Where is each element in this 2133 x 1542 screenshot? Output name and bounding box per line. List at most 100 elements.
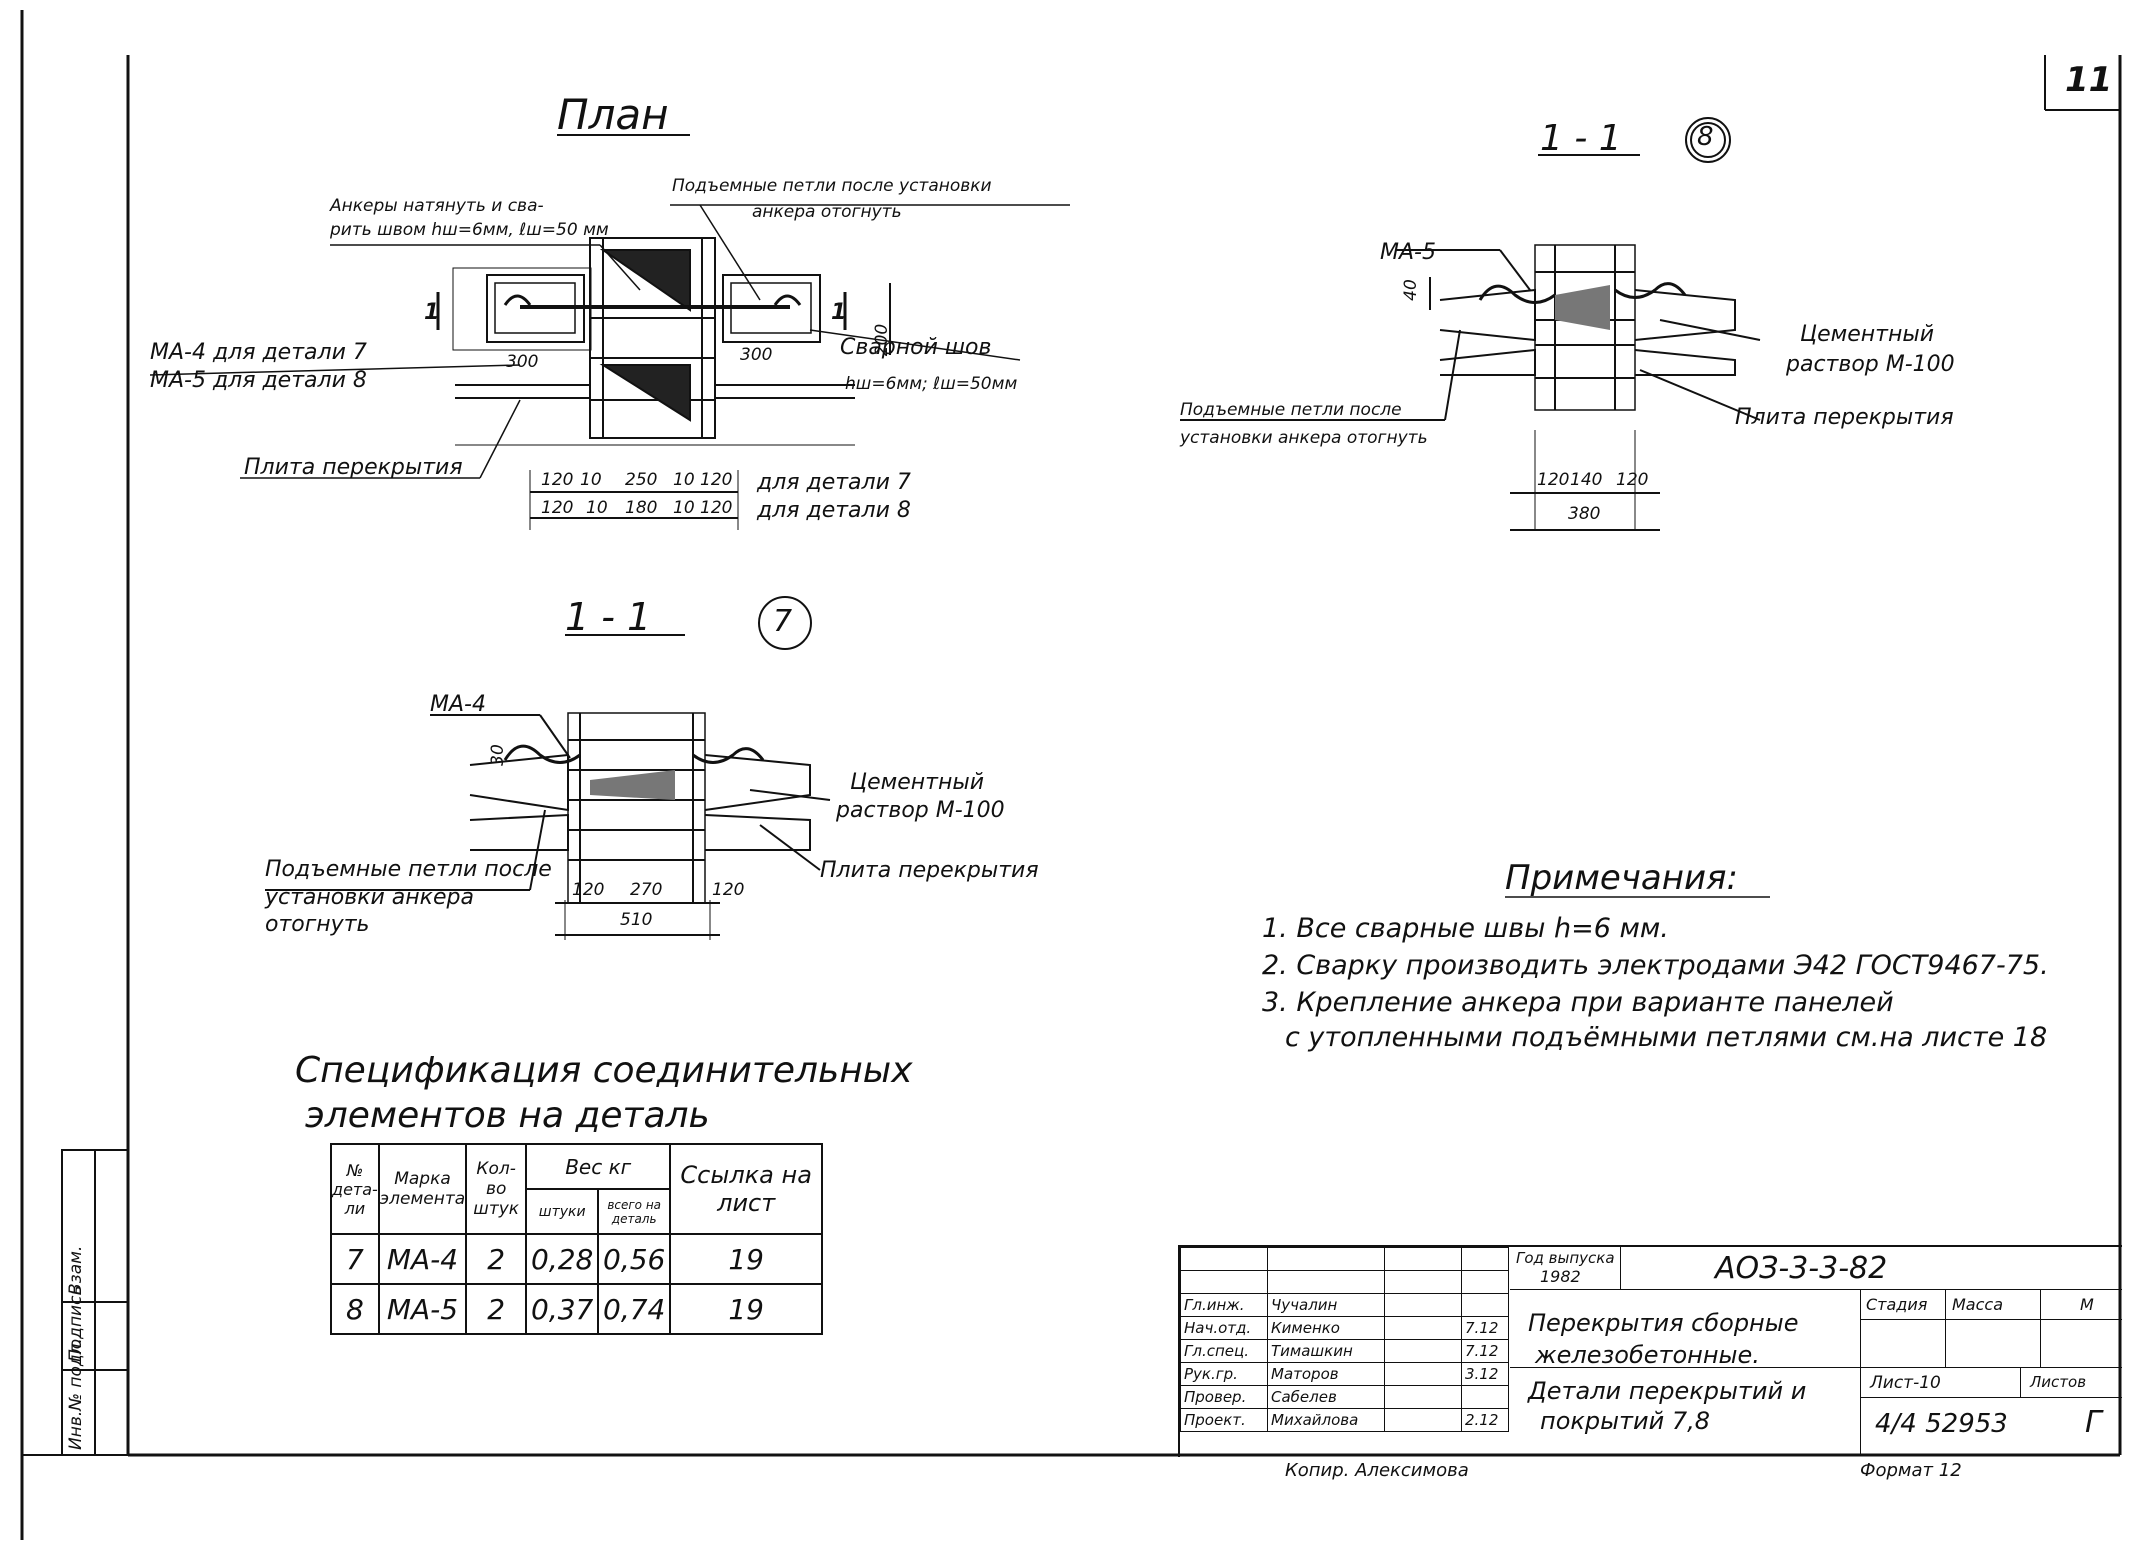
section7-cement-1: Цементный (850, 770, 984, 795)
title-block: Гл.инж. Чучалин Нач.отд. Кименко 7.12 Гл… (1178, 1245, 2122, 1457)
plan-title: План (557, 90, 669, 139)
plan-for-detail-8: для детали 8 (757, 498, 911, 523)
plan-dim-r1-b: 10 (580, 470, 602, 490)
notes-item-3: 3. Крепление анкера при варианте панелей (1262, 987, 1894, 1018)
section8-dim-40: 40 (1400, 279, 1421, 301)
section7-dim-c: 120 (712, 880, 745, 900)
spec-head-weight: Вес кг (525, 1143, 672, 1190)
tb-sheets: Листов (2030, 1373, 2087, 1391)
section7-cement-2: раствор М-100 (836, 798, 1005, 823)
plan-anchors-note-1: Анкеры натянуть и сва- (330, 196, 544, 216)
spec-title-1: Спецификация соединительных (295, 1050, 913, 1091)
title-block-signatures: Гл.инж. Чучалин Нач.отд. Кименко 7.12 Гл… (1180, 1247, 1509, 1432)
section8-circle-number: 8 (1697, 122, 1714, 152)
tb-role-4: Рук.гр. (1180, 1362, 1268, 1386)
spec-row-1-ref: 19 (669, 1233, 824, 1285)
plan-ma5-label: МА-5 для детали 8 (150, 368, 367, 393)
spec-row-2-ref: 19 (669, 1283, 824, 1335)
section8-cement-1: Цементный (1800, 322, 1934, 347)
plan-slab: Плита перекрытия (244, 455, 463, 480)
spec-row-1-unit: 0,28 (525, 1233, 600, 1285)
notes-item-2: 2. Сварку производить электродами Э42 ГО… (1262, 950, 2049, 981)
tb-date-1 (1461, 1293, 1509, 1317)
tb-name-5: Сабелев (1267, 1385, 1385, 1409)
plan-ma4-label: МА-4 для детали 7 (150, 340, 367, 365)
notes-title: Примечания: (1505, 858, 1738, 898)
tb-name-2: Кименко (1267, 1316, 1385, 1340)
section7-ma4: МА-4 (430, 692, 486, 717)
tb-role-1: Гл.инж. (1180, 1293, 1268, 1317)
plan-dim-300-left: 300 (506, 352, 539, 372)
tb-name-6: Михайлова (1267, 1408, 1385, 1432)
tb-year-label: Год выпуска (1516, 1249, 1615, 1267)
spec-row-2-qty: 2 (465, 1283, 528, 1335)
tb-m: М (2080, 1295, 2094, 1314)
plan-dim-300-right: 300 (740, 345, 773, 365)
plan-dim-r2-e: 120 (700, 498, 733, 518)
tb-date-6: 2.12 (1461, 1408, 1509, 1432)
spec-row-1-qty: 2 (465, 1233, 528, 1285)
section8-ma5: МА-5 (1380, 240, 1436, 265)
section7-total: 510 (620, 910, 653, 930)
plan-weld-params: hш=6мм; ℓш=50мм (845, 374, 1018, 394)
tb-name-1: Чучалин (1267, 1293, 1385, 1317)
section7-dim-30: 30 (487, 744, 508, 766)
side-stamp-sign: Подпись (66, 1285, 86, 1362)
notes-item-1: 1. Все сварные швы h=6 мм. (1262, 913, 1669, 944)
tb-sheet: Лист-10 (1870, 1373, 1941, 1393)
plan-for-detail-7: для детали 7 (757, 470, 911, 495)
tb-date-5 (1461, 1385, 1509, 1409)
spec-title-2: элементов на деталь (305, 1095, 710, 1136)
plan-lifting-loops-2: анкера отогнуть (752, 202, 902, 222)
spec-head-mark: Марка элемента (377, 1143, 468, 1235)
section7-dim-b: 270 (630, 880, 663, 900)
plan-section-mark-right: 1 (831, 300, 847, 325)
section8-title: 1 - 1 (1540, 118, 1622, 159)
spec-row-2-unit: 0,37 (525, 1283, 600, 1335)
tb-sheet-name-2: покрытий 7,8 (1540, 1407, 1711, 1435)
plan-dim-r1-a: 120 (541, 470, 574, 490)
plan-dim-r1-e: 120 (700, 470, 733, 490)
section7-slab: Плита перекрытия (820, 858, 1039, 883)
spec-table: № дета-ли Марка элемента Кол-во штук Вес… (330, 1143, 824, 1335)
tb-sheet-name-1: Детали перекрытий и (1528, 1377, 1807, 1405)
spec-head-per-unit: штуки (525, 1188, 600, 1235)
tb-name-3: Тимашкин (1267, 1339, 1385, 1363)
tb-name-2-text: железобетонные. (1535, 1341, 1760, 1369)
section8-dim-a: 120 (1537, 470, 1570, 490)
tb-inv: 4/4 52953 (1875, 1409, 2008, 1439)
tb-role-2: Нач.отд. (1180, 1316, 1268, 1340)
plan-dim-r1-c: 250 (625, 470, 658, 490)
plan-dim-r2-a: 120 (541, 498, 574, 518)
section8-dim-b: 140 (1570, 470, 1603, 490)
tb-role-6: Проект. (1180, 1408, 1268, 1432)
spec-row-2-num: 8 (330, 1283, 380, 1335)
spec-row-1-num: 7 (330, 1233, 380, 1285)
tb-year: 1982 (1540, 1267, 1581, 1286)
tb-mass: Масса (1952, 1295, 2004, 1314)
section7-circle-number: 7 (773, 604, 793, 639)
section7-loops-1: Подъемные петли после (265, 857, 552, 882)
plan-dim-r2-b: 10 (586, 498, 608, 518)
section8-dim-c: 120 (1616, 470, 1649, 490)
section8-loops-2: установки анкера отогнуть (1180, 428, 1428, 448)
spec-head-ref: Ссылка на лист (669, 1143, 824, 1235)
spec-head-num: № дета-ли (330, 1143, 380, 1235)
plan-anchors-note-2: рить швом hш=6мм, ℓш=50 мм (330, 220, 609, 240)
tb-date-3: 7.12 (1461, 1339, 1509, 1363)
tb-name-1-text: Перекрытия сборные (1528, 1309, 1799, 1337)
sheet-number: 11 (2065, 60, 2113, 100)
tb-format: Формат 12 (1860, 1460, 1962, 1481)
spec-row: 7 МА-4 2 0,28 0,56 19 (330, 1233, 824, 1285)
plan-dim-r2-c: 180 (625, 498, 658, 518)
notes-item-4: с утопленными подъёмными петлями см.на л… (1285, 1022, 2048, 1053)
section7-loops-3: отогнуть (265, 912, 370, 937)
plan-section-mark-left: 1 (424, 300, 440, 325)
tb-role-5: Провер. (1180, 1385, 1268, 1409)
side-stamp-replace: Взам. (66, 1245, 86, 1295)
tb-date-4: 3.12 (1461, 1362, 1509, 1386)
title-block-main: Год выпуска 1982 АОЗ-3-3-82 Перекрытия с… (1510, 1247, 2122, 1455)
spec-head-qty: Кол-во штук (465, 1143, 528, 1235)
section8-cement-2: раствор М-100 (1786, 352, 1955, 377)
